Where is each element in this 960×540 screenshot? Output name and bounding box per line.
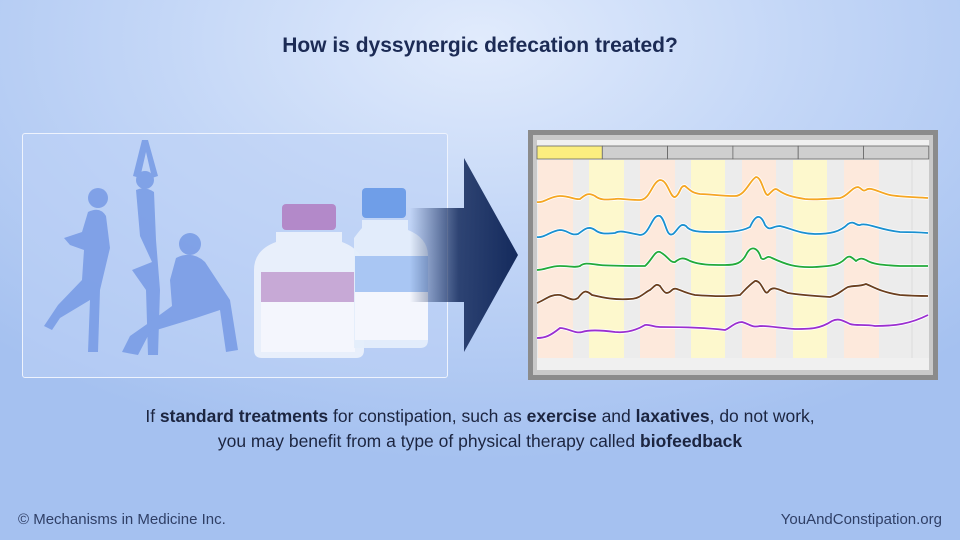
caption-text: and <box>596 406 636 426</box>
slide-title: How is dyssynergic defecation treated? <box>282 34 678 57</box>
trace-purple-line <box>536 314 929 339</box>
caption-line-1: If standard treatments for constipation,… <box>0 404 960 429</box>
phase-stripe <box>589 160 624 358</box>
phase-stripe <box>538 160 573 358</box>
caption-text: for constipation, such as <box>328 406 527 426</box>
arrow-icon <box>410 158 518 352</box>
caption-keyword: biofeedback <box>640 431 743 451</box>
exercise-silhouettes-icon <box>44 140 238 355</box>
caption-keyword: exercise <box>526 406 597 426</box>
monitor-tab[interactable] <box>667 145 734 160</box>
caption-text: If <box>145 406 160 426</box>
caption-text: you may benefit from a type of physical … <box>217 431 641 451</box>
monitor-tab[interactable] <box>732 145 799 160</box>
monitor-tab[interactable] <box>601 145 668 160</box>
monitor-tab[interactable] <box>797 145 864 160</box>
caption: If standard treatments for constipation,… <box>0 404 960 454</box>
caption-line-2: you may benefit from a type of physical … <box>0 429 960 454</box>
trace-brown-line <box>536 280 929 304</box>
trace-green-line <box>536 247 928 271</box>
copyright: © Mechanisms in Medicine Inc. <box>18 511 226 528</box>
monitor-tab[interactable] <box>863 145 930 160</box>
trace-blue-line <box>536 215 929 238</box>
caption-keyword: laxatives <box>635 406 710 426</box>
monitor-tab[interactable] <box>536 145 603 160</box>
trace-orange-line <box>536 176 929 203</box>
caption-text: , do not work, <box>709 406 815 426</box>
website-link[interactable]: YouAndConstipation.org <box>780 511 942 528</box>
laxative-bottle-icon <box>254 204 364 358</box>
caption-keyword: standard treatments <box>159 406 329 426</box>
